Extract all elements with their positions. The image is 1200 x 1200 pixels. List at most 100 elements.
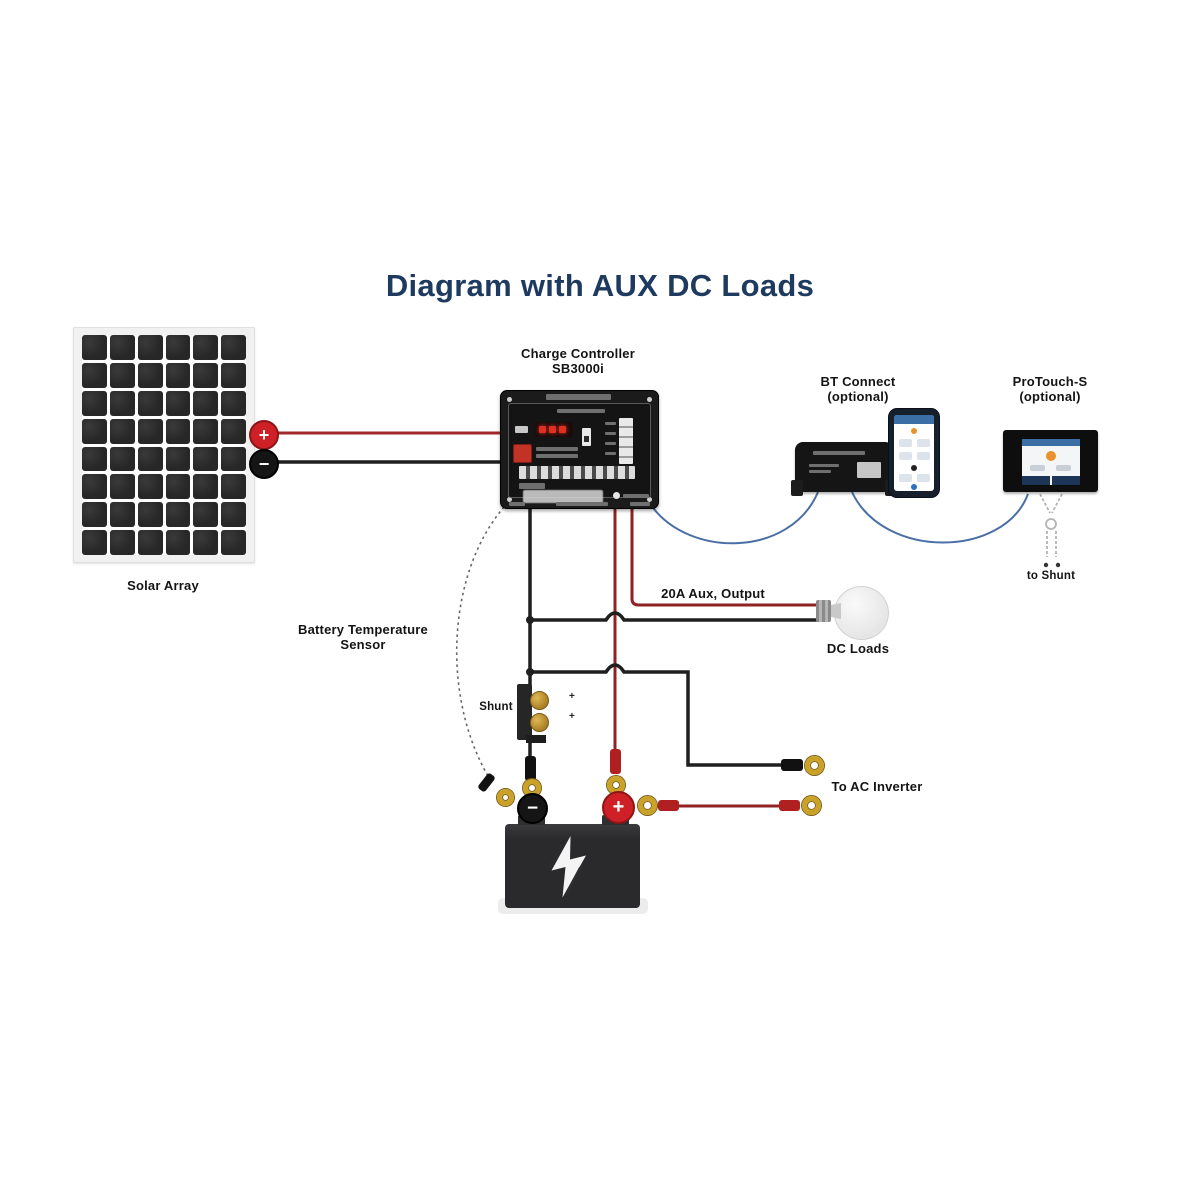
brand-logo (613, 492, 649, 499)
solar-cell (165, 335, 191, 360)
app-tile (899, 474, 912, 482)
solar-cell (109, 502, 135, 528)
solar-cell (137, 335, 163, 360)
controller-footer-text (509, 502, 525, 506)
bt-module-text (809, 464, 839, 467)
bt-module-text (809, 470, 831, 473)
controller-text-row (519, 483, 545, 489)
shunt-label: Shunt (479, 701, 513, 713)
solar-cell (82, 474, 107, 500)
solar-cell (82, 390, 107, 416)
plus-symbol: + (612, 796, 625, 818)
solar-cell (109, 418, 135, 444)
led-digit (549, 426, 556, 433)
battery-temp-sensor-label-line1: Battery Temperature (298, 622, 428, 637)
controller-text-row (605, 422, 616, 425)
solar-cell (82, 418, 107, 444)
ring-terminal (497, 789, 514, 806)
charge-controller-label-line1: Charge Controller (521, 346, 635, 361)
smartphone (888, 408, 940, 498)
battery-temp-sensor-cable (455, 506, 505, 782)
controller-text-row (536, 447, 578, 451)
protouch-shunt-pigtail (1039, 493, 1063, 557)
phone-screen (894, 415, 934, 491)
solar-cell (137, 390, 163, 416)
shunt-bolt-bottom (530, 713, 549, 732)
logo-text (623, 494, 649, 498)
plus-symbol: + (258, 424, 270, 445)
terminal-block-column (619, 418, 633, 464)
dc-loads-label: DC Loads (826, 641, 890, 656)
solar-cell (109, 335, 135, 360)
shunt-component (517, 684, 532, 740)
shunt-plus-mark: + (569, 691, 575, 702)
pigtail-pin (1043, 562, 1049, 568)
controller-small-label (515, 426, 528, 433)
ring-terminal (802, 796, 821, 815)
solar-cell (221, 474, 246, 500)
controller-faceplate (508, 403, 651, 503)
solar-cell (193, 418, 219, 444)
solar-cell (193, 390, 219, 416)
junction-dot (526, 668, 534, 676)
screen-value-chip (1030, 465, 1045, 471)
app-tile (899, 452, 912, 460)
inverter-positive-crimp (658, 800, 679, 811)
solar-cell (165, 362, 191, 388)
positive-wire-crimp (610, 749, 621, 774)
app-tile (917, 474, 930, 482)
ac-inverter-label: To AC Inverter (831, 779, 923, 794)
battery-positive-terminal: + (602, 791, 635, 824)
controller-text-row (605, 442, 616, 445)
screw-icon (647, 397, 652, 402)
screw-icon (507, 397, 512, 402)
solar-cell (137, 362, 163, 388)
solar-cell (137, 530, 163, 555)
bt-connect-label-line1: BT Connect (820, 374, 896, 389)
solar-cell (137, 502, 163, 528)
solar-cell (221, 362, 246, 388)
controller-header-text (546, 394, 611, 400)
app-header-bar (894, 415, 934, 424)
solar-cell (221, 418, 246, 444)
solar-cell (193, 335, 219, 360)
app-blue-dot (911, 484, 917, 490)
solar-cell (109, 530, 135, 555)
protouch-screen (1022, 439, 1080, 485)
solar-cell (137, 446, 163, 472)
footer-divider (1050, 476, 1052, 485)
screen-value-chip (1056, 465, 1071, 471)
solar-cell (137, 418, 163, 444)
screw-icon (507, 497, 512, 502)
solar-array-label: Solar Array (127, 578, 199, 593)
controller-text-row (605, 452, 616, 455)
app-tile (899, 439, 912, 447)
pigtail-pin (1055, 562, 1061, 568)
solar-cell (165, 390, 191, 416)
solar-cell (82, 362, 107, 388)
solar-cell (221, 446, 246, 472)
junction-dot (526, 616, 534, 624)
solar-cell-grid (82, 335, 246, 555)
screen-orange-dot (1046, 451, 1056, 461)
aux-output-label: 20A Aux, Output (661, 586, 765, 601)
solar-cell (109, 362, 135, 388)
warning-label (523, 490, 603, 503)
terminal-strip (519, 466, 635, 479)
inverter-negative-crimp (781, 759, 803, 771)
solar-cell (109, 474, 135, 500)
solar-cell (193, 474, 219, 500)
ac-inverter-negative-wire (530, 663, 784, 767)
solar-cell (165, 530, 191, 555)
bt-connect-label-line2: (optional) (827, 389, 889, 404)
app-tile (917, 452, 930, 460)
diagram-title: Diagram with AUX DC Loads (385, 268, 815, 303)
solar-cell (82, 335, 107, 360)
solar-cell (221, 530, 246, 555)
controller-text-row (536, 454, 578, 458)
dc-loads-negative-wire (530, 611, 818, 622)
led-digit (559, 426, 566, 433)
screen-header-bar (1022, 439, 1080, 446)
